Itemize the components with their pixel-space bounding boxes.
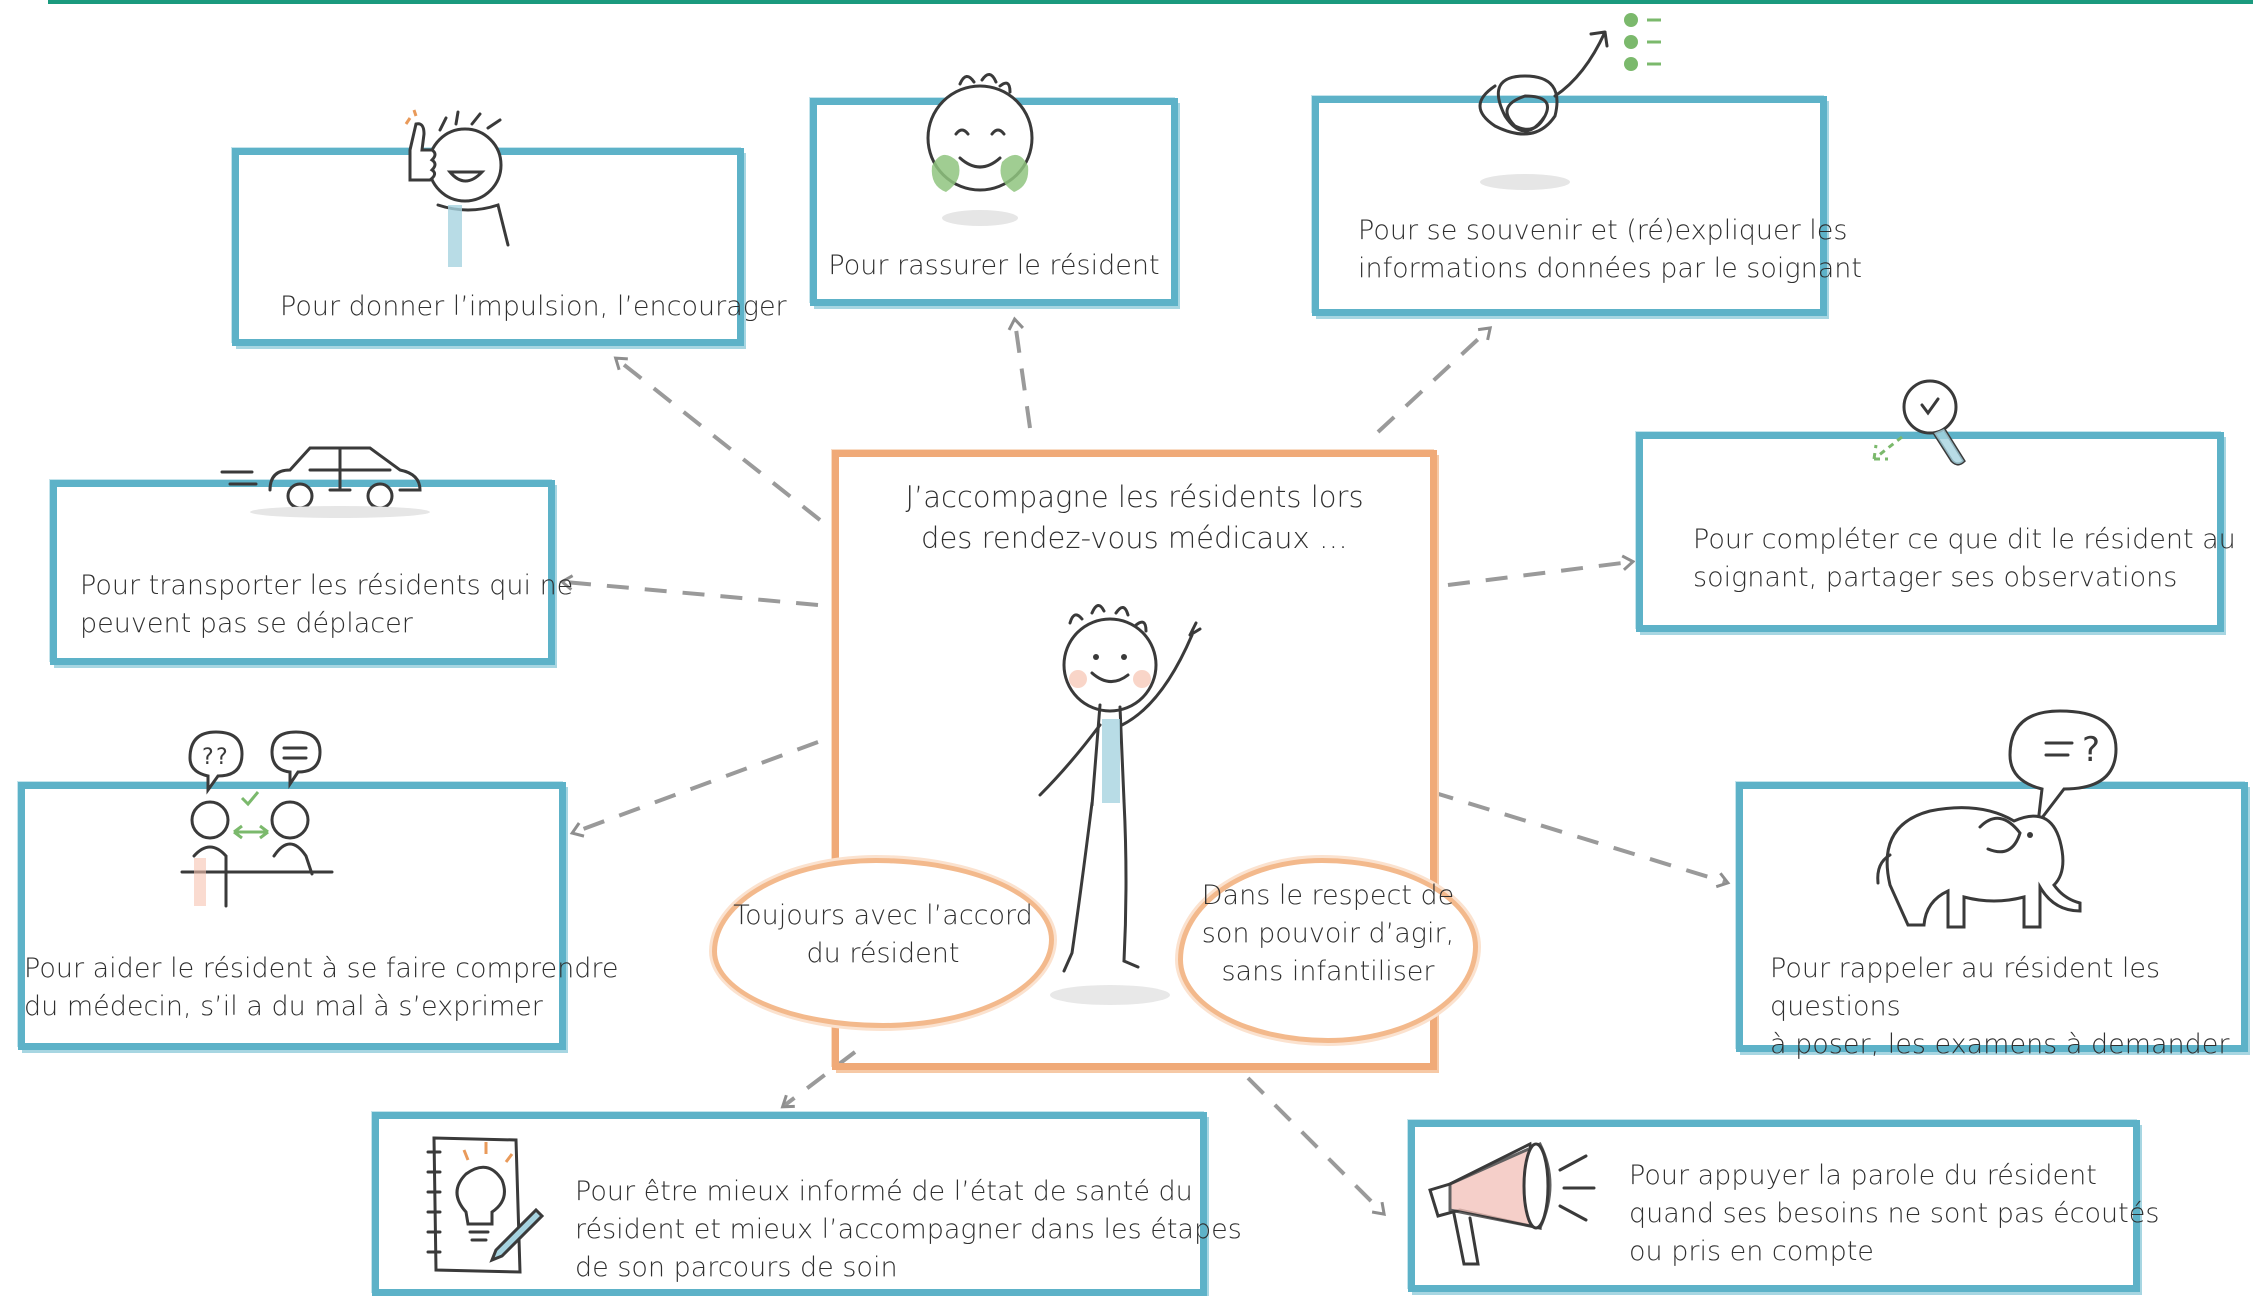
- box-support: [1408, 1120, 2140, 1292]
- box-understand-line-2: du médecin, s’il a du mal à s’exprimer: [24, 991, 543, 1022]
- box-support-text: Pour appuyer la parole du résident quand…: [1629, 1157, 2159, 1271]
- box-encourage-text: Pour donner l’impulsion, l’encourager: [280, 288, 787, 326]
- magnifying-glass-icon: [1872, 379, 1966, 466]
- box-support-line-1: Pour appuyer la parole du résident: [1629, 1160, 2097, 1191]
- box-remind-line-1: Pour rappeler au résident les questions: [1770, 953, 2161, 1022]
- cloud-left-line-2: du résident: [806, 938, 960, 969]
- arrow-to-understand: [569, 740, 819, 838]
- box-transport-line-1: Pour transporter les résidents qui ne: [80, 570, 574, 601]
- box-remind-text: Pour rappeler au résident les questions …: [1770, 950, 2267, 1064]
- box-remind-line-2: à poser, les examens à demander: [1770, 1029, 2230, 1060]
- box-remind: [1736, 782, 2248, 1052]
- arrow-to-complete: [1447, 554, 1636, 587]
- cloud-right-line-3: sans infantiliser: [1221, 956, 1435, 987]
- arrow-to-remind: [1431, 790, 1731, 889]
- arrow-to-reassure: [1007, 316, 1032, 429]
- cloud-right-line-1: Dans le respect de: [1201, 880, 1455, 911]
- box-informed: [372, 1112, 1207, 1296]
- cloud-left: [712, 858, 1054, 1028]
- cloud-left-text: Toujours avec l’accord du résident: [712, 897, 1054, 973]
- box-understand: [18, 782, 566, 1050]
- cloud-right-text: Dans le respect de son pouvoir d’agir, s…: [1178, 877, 1478, 991]
- svg-text:?: ?: [202, 745, 214, 770]
- box-remember-line-1: Pour se souvenir et (ré)expliquer les: [1358, 215, 1848, 246]
- box-understand-line-1: Pour aider le résident à se faire compre…: [24, 953, 619, 984]
- box-remember: [1312, 96, 1827, 316]
- box-complete: [1636, 432, 2224, 632]
- box-complete-line-2: soignant, partager ses observations: [1693, 562, 2178, 593]
- box-reassure-line-1: Pour rassurer le résident: [828, 250, 1160, 281]
- svg-text:?: ?: [2082, 730, 2100, 770]
- elephant-icon: ?: [1876, 709, 2118, 929]
- box-transport-line-2: peuvent pas se déplacer: [80, 608, 413, 639]
- cloud-right-line-2: son pouvoir d’agir,: [1201, 918, 1455, 949]
- arrow-to-transport: [559, 574, 819, 607]
- box-transport-text: Pour transporter les résidents qui ne pe…: [80, 567, 573, 643]
- box-informed-line-3: de son parcours de soin: [575, 1252, 898, 1283]
- smiling-face-icon: [926, 73, 1034, 226]
- box-support-line-3: ou pris en compte: [1629, 1236, 1874, 1267]
- box-remember-line-2: informations données par le soignant: [1358, 253, 1862, 284]
- box-complete-line-1: Pour compléter ce que dit le résident au: [1693, 524, 2236, 555]
- box-encourage-line-1: Pour donner l’impulsion, l’encourager: [280, 291, 787, 322]
- lightbulb-notebook-icon: [426, 1136, 545, 1274]
- two-people-talking-icon: ? ?: [180, 730, 334, 908]
- box-complete-text: Pour compléter ce que dit le résident au…: [1693, 521, 2236, 597]
- svg-text:?: ?: [216, 745, 228, 770]
- box-remember-text: Pour se souvenir et (ré)expliquer les in…: [1358, 212, 1862, 288]
- car-icon: [220, 446, 430, 518]
- center-title: J’accompagne les résidents lors des rend…: [832, 477, 1437, 559]
- arrow-to-informed: [780, 1050, 857, 1109]
- megaphone-icon: [1428, 1141, 1596, 1266]
- arrow-to-support: [1246, 1076, 1386, 1216]
- box-understand-text: Pour aider le résident à se faire compre…: [24, 950, 618, 1026]
- cloud-right: [1178, 858, 1478, 1043]
- box-support-line-2: quand ses besoins ne sont pas écoutés: [1629, 1198, 2160, 1229]
- cloud-left-line-1: Toujours avec l’accord: [733, 900, 1033, 931]
- center-title-line-2: des rendez-vous médicaux …: [921, 521, 1348, 555]
- arrow-to-encourage: [613, 356, 822, 522]
- center-title-line-1: J’accompagne les résidents lors: [905, 480, 1364, 514]
- arrow-to-remember: [1376, 326, 1493, 434]
- box-informed-line-2: résident et mieux l’accompagner dans les…: [575, 1214, 1242, 1245]
- box-informed-text: Pour être mieux informé de l’état de san…: [575, 1173, 1242, 1287]
- box-informed-line-1: Pour être mieux informé de l’état de san…: [575, 1176, 1193, 1207]
- thumbs-up-person-icon: [404, 109, 510, 267]
- top-rule: [48, 0, 2253, 4]
- tangled-thought-list-icon: [1478, 13, 1661, 190]
- stick-figure-icon: [1038, 604, 1202, 1005]
- box-reassure-text: Pour rassurer le résident: [810, 247, 1178, 285]
- center-box: [832, 450, 1437, 1070]
